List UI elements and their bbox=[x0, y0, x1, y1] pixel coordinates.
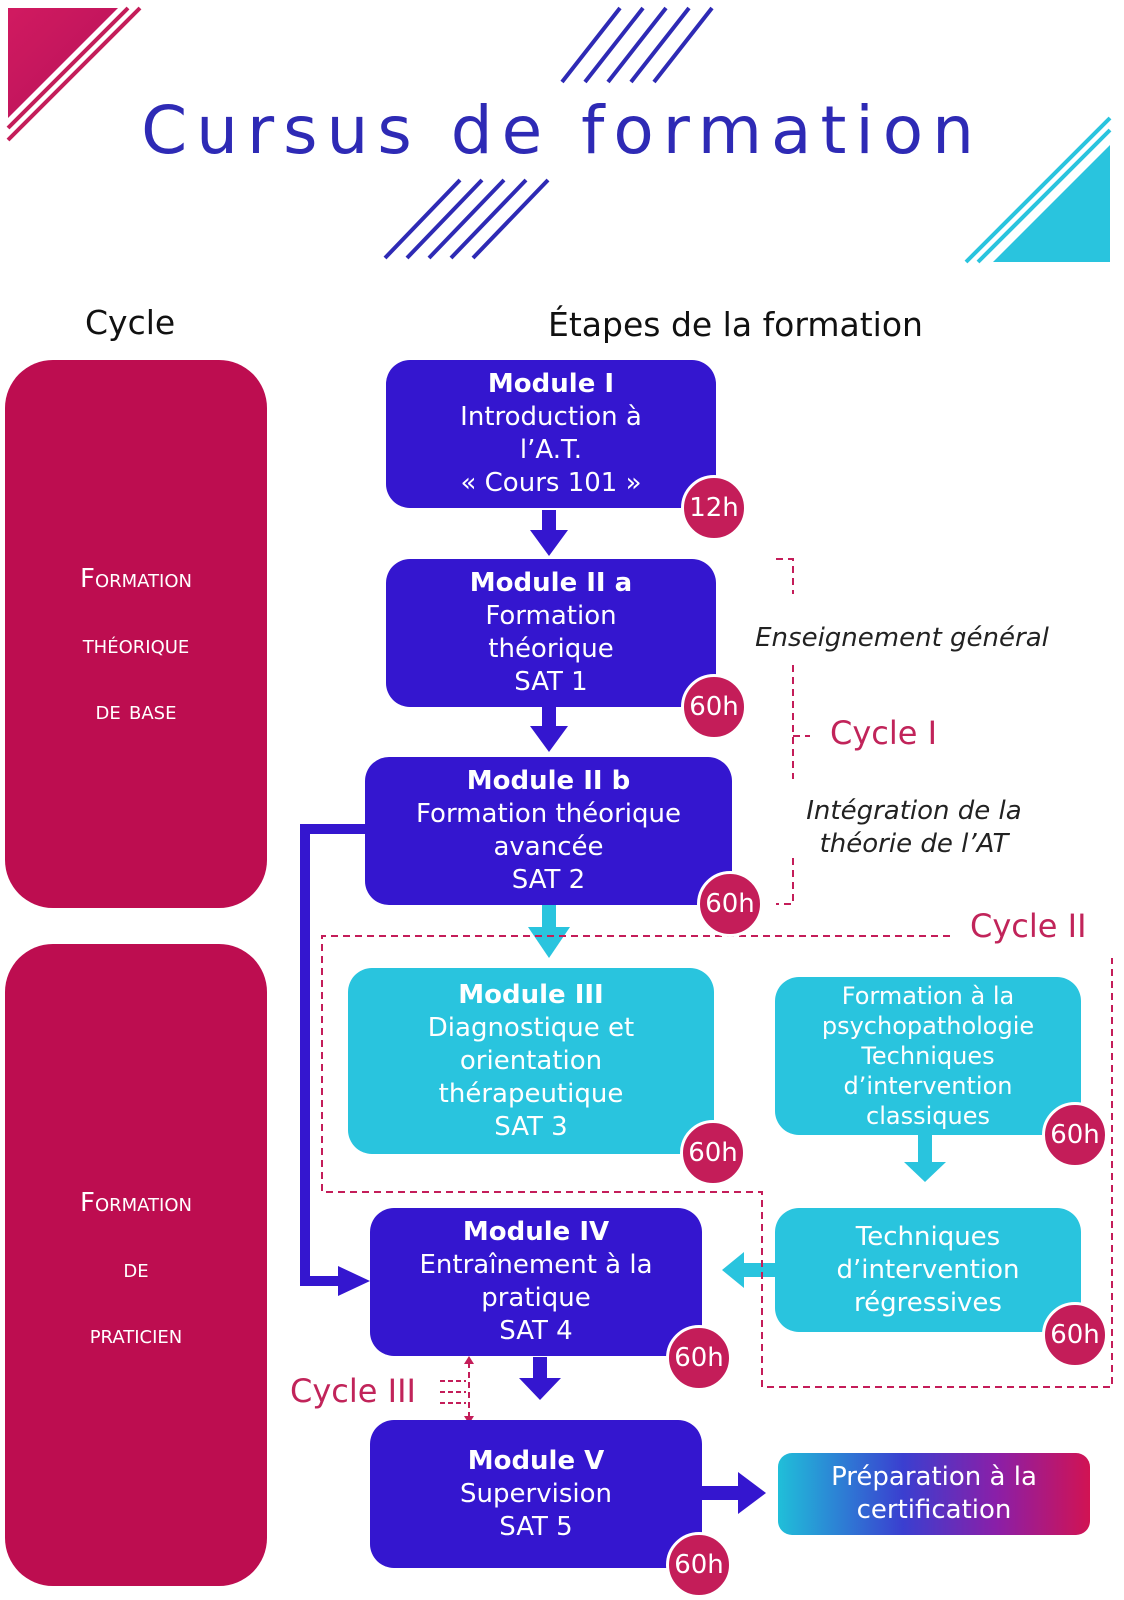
arrow-psy-reg bbox=[904, 1134, 946, 1182]
certification-box: Préparation à la certification bbox=[778, 1453, 1090, 1535]
module-1-title: Module I bbox=[487, 369, 615, 399]
arrow-reg-m4 bbox=[722, 1252, 776, 1288]
arrow-m4-m5 bbox=[519, 1357, 561, 1400]
module-1-line: « Cours 101 » bbox=[460, 468, 642, 498]
module-4-line: Entraînement à la bbox=[419, 1250, 653, 1280]
cycle2-region bbox=[321, 935, 1113, 1388]
cycle-base-line1: Formation bbox=[79, 564, 192, 594]
header-cycle: Cycle bbox=[85, 303, 176, 342]
module-5-title: Module V bbox=[467, 1445, 605, 1476]
annotation-integration: Intégration de la théorie de l’AT bbox=[784, 795, 1044, 861]
techniques-regressives-line: Techniques bbox=[855, 1221, 1001, 1252]
cycle-base-line3: de base bbox=[95, 696, 177, 726]
module-4-line: pratique bbox=[481, 1283, 591, 1313]
module-4-title: Module IV bbox=[462, 1217, 610, 1247]
stripes-decoration-top bbox=[560, 6, 714, 84]
cycle-base-line2: théorique bbox=[82, 630, 190, 660]
psychopathologie-line: Techniques bbox=[861, 1042, 995, 1070]
module-2a-hours-badge: 60h bbox=[681, 674, 747, 740]
module-2a-line: SAT 1 bbox=[514, 667, 588, 697]
psychopathologie-box: Formation à la psychopathologie Techniqu… bbox=[775, 977, 1081, 1135]
arrow-m2b-m3 bbox=[528, 905, 570, 958]
module-3-line: Diagnostique et bbox=[427, 1012, 635, 1043]
cycle-formation-de-praticien: Formation de praticien bbox=[5, 944, 267, 1586]
module-5-hours-badge: 60h bbox=[666, 1532, 732, 1598]
cycle-praticien-line1: Formation bbox=[79, 1188, 192, 1218]
cycle1-bracket bbox=[776, 558, 810, 905]
module-1-line: Introduction à bbox=[460, 402, 642, 432]
stripes-decoration-middle bbox=[383, 178, 550, 260]
module-4-line: SAT 4 bbox=[499, 1316, 573, 1346]
module-2a-box: Module II a Formation théorique SAT 1 bbox=[386, 559, 716, 707]
module-3-hours-badge: 60h bbox=[680, 1120, 746, 1186]
annotation-integration-line: théorie de l’AT bbox=[819, 829, 1009, 859]
psychopathologie-line: Formation à la bbox=[841, 982, 1015, 1010]
techniques-regressives-hours-badge: 60h bbox=[1042, 1302, 1108, 1368]
module-2b-hours-badge: 60h bbox=[697, 871, 763, 937]
annotation-cycle-3: Cycle III bbox=[290, 1372, 416, 1410]
certification-line: Préparation à la bbox=[831, 1462, 1037, 1492]
arrow-m1-m2a bbox=[530, 510, 568, 556]
module-2a-line: théorique bbox=[488, 634, 614, 664]
arrow-m5-cert bbox=[700, 1472, 766, 1514]
module-3-box: Module III Diagnostique et orientation t… bbox=[348, 968, 714, 1154]
techniques-regressives-line: d’intervention bbox=[836, 1254, 1020, 1285]
module-3-line: thérapeutique bbox=[438, 1078, 624, 1109]
cycle-praticien-line2: de bbox=[123, 1254, 149, 1284]
cycle3-marker bbox=[440, 1356, 474, 1424]
psychopathologie-line: classiques bbox=[866, 1102, 990, 1130]
arrow-m2b-m4-bypass bbox=[300, 824, 370, 1296]
annotation-enseignement-general: Enseignement général bbox=[755, 623, 1049, 653]
annotation-integration-line: Intégration de la bbox=[806, 796, 1022, 826]
module-3-line: SAT 3 bbox=[494, 1111, 568, 1142]
psychopathologie-line: psychopathologie bbox=[821, 1012, 1035, 1040]
module-2b-box: Module II b Formation théorique avancée … bbox=[365, 757, 732, 905]
module-2b-line: SAT 2 bbox=[511, 865, 586, 895]
module-1-line: l’A.T. bbox=[519, 435, 583, 465]
module-2a-line: Formation bbox=[485, 601, 617, 631]
module-2b-line: Formation théorique bbox=[416, 799, 681, 829]
module-5-line: Supervision bbox=[460, 1478, 612, 1509]
psychopathologie-line: d’intervention bbox=[843, 1072, 1013, 1100]
corner-decoration-top-left bbox=[6, 6, 142, 142]
module-4-box: Module IV Entraînement à la pratique SAT… bbox=[370, 1208, 702, 1356]
module-2b-line: avancée bbox=[493, 832, 604, 862]
module-2a-title: Module II a bbox=[469, 568, 633, 598]
annotation-cycle-2: Cycle II bbox=[970, 907, 1087, 945]
page-title: Cursus de formation bbox=[141, 92, 983, 169]
corner-decoration-right bbox=[964, 116, 1112, 264]
techniques-regressives-line: régressives bbox=[854, 1287, 1002, 1318]
module-5-box: Module V Supervision SAT 5 bbox=[370, 1420, 702, 1568]
module-2b-title: Module II b bbox=[466, 766, 631, 796]
module-3-line: orientation bbox=[459, 1045, 603, 1076]
module-1-hours-badge: 12h bbox=[681, 475, 747, 541]
psychopathologie-hours-badge: 60h bbox=[1042, 1102, 1108, 1168]
cycle-formation-theorique-de-base: Formation théorique de base bbox=[5, 360, 267, 908]
header-etapes: Étapes de la formation bbox=[548, 305, 923, 344]
module-4-hours-badge: 60h bbox=[666, 1325, 732, 1391]
module-5-line: SAT 5 bbox=[499, 1511, 573, 1542]
module-1-box: Module I Introduction à l’A.T. « Cours 1… bbox=[386, 360, 716, 508]
arrow-m2a-m2b bbox=[530, 706, 568, 752]
module-3-title: Module III bbox=[458, 979, 604, 1010]
annotation-cycle-1: Cycle I bbox=[830, 714, 938, 752]
cycle-praticien-line3: praticien bbox=[89, 1320, 183, 1350]
techniques-regressives-box: Techniques d’intervention régressives bbox=[775, 1208, 1081, 1332]
certification-line: certification bbox=[856, 1495, 1012, 1525]
